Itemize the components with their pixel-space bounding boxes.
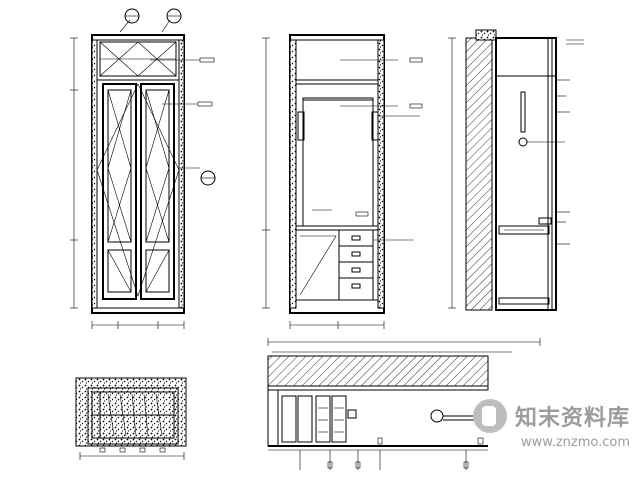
- side-section: [448, 29, 584, 311]
- long-section: [267, 338, 541, 470]
- plan-view: [75, 377, 187, 460]
- interior-elevation: [262, 34, 423, 329]
- front-elevation: [70, 8, 216, 329]
